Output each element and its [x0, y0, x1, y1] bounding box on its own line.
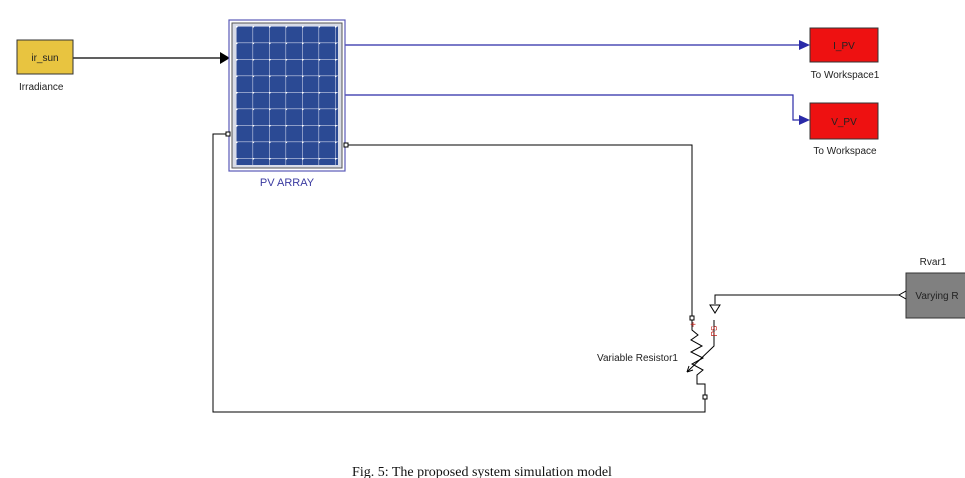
i-pv-workspace-block[interactable]: I_PV — [809, 27, 879, 63]
irradiance-block[interactable]: ir_sun — [16, 39, 74, 75]
irradiance-block-text: ir_sun — [31, 53, 58, 64]
pv-array-label: PV ARRAY — [260, 177, 315, 189]
rvar-block[interactable]: Varying R — [897, 272, 965, 319]
resistor-ps-port: PS — [710, 326, 719, 337]
pv-negative-port — [225, 131, 231, 137]
resistor-plus-port: + — [690, 320, 696, 331]
rvar-port-icon — [897, 290, 907, 300]
i-pv-text: I_PV — [833, 41, 855, 52]
v-pv-workspace-block[interactable]: V_PV — [809, 102, 879, 140]
rvar-label: Rvar1 — [920, 257, 947, 268]
pv-positive-port — [343, 142, 349, 148]
variable-resistor-block[interactable] — [686, 304, 721, 400]
v-pv-label: To Workspace — [813, 146, 877, 157]
figure-caption: Fig. 5: The proposed system simulation m… — [352, 465, 612, 478]
v-pv-text: V_PV — [831, 117, 857, 128]
signal-wires — [73, 40, 900, 413]
variable-resistor-label: Variable Resistor1 — [597, 353, 678, 364]
rvar-text: Varying R — [915, 291, 958, 302]
pv-array-block[interactable] — [225, 19, 349, 172]
ps-input-port-icon — [709, 304, 721, 314]
irradiance-label: Irradiance — [19, 82, 64, 93]
i-pv-label: To Workspace1 — [811, 70, 880, 81]
